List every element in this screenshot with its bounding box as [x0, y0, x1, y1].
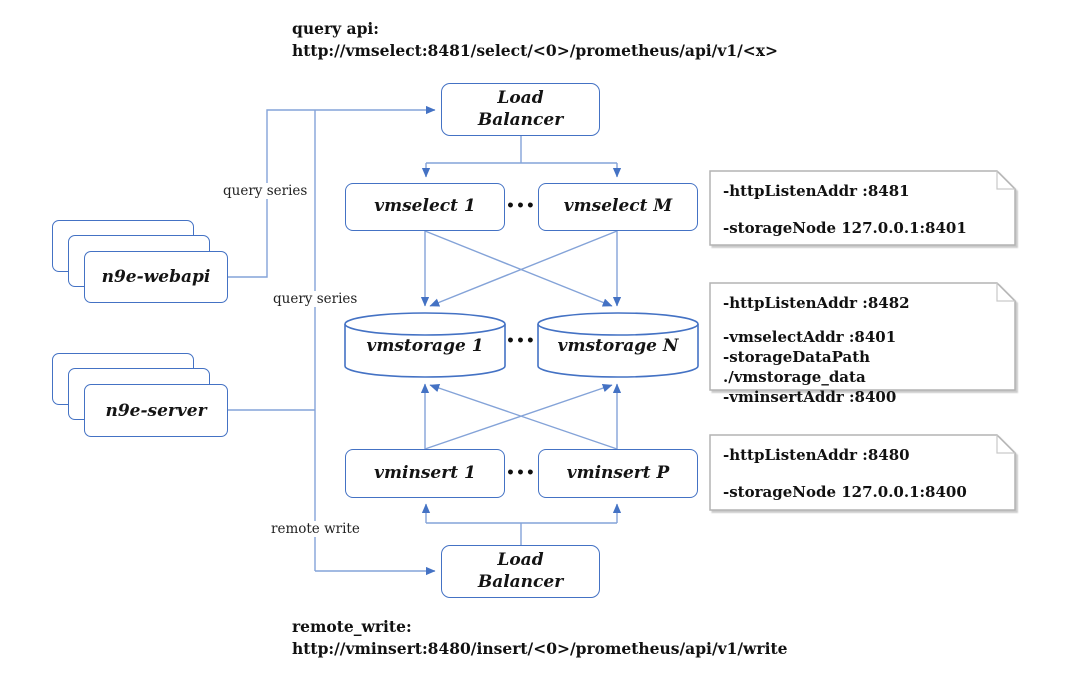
note-line: -storageNode 127.0.0.1:8401 [723, 219, 967, 237]
node-vmstorage-1: vmstorage 1 [366, 336, 484, 356]
note-vmstorage-flags: -httpListenAddr :8482 -vmselectAddr :840… [710, 283, 1015, 406]
note-shape-vmstorage [709, 282, 1016, 391]
node-vmselect-1: vmselect 1 [345, 183, 505, 231]
ellipsis-vminsert: ••• [506, 465, 536, 481]
node-load-balancer-top: Load Balancer [441, 83, 600, 136]
note-line: -httpListenAddr :8480 [723, 446, 910, 464]
edge-label-remote-write: remote write [268, 521, 363, 537]
n9e-webapi-label: n9e-webapi [101, 267, 211, 287]
edge-label-query-series-webapi: query series [220, 183, 311, 199]
note-line: -vmselectAddr :8401 [723, 328, 897, 346]
vmstorage-1-cylinder [344, 312, 506, 378]
edge-vminsertP-storage1 [429, 384, 618, 450]
node-vmstorage-n: vmstorage N [557, 336, 679, 356]
note-line: -httpListenAddr :8482 [723, 294, 910, 312]
note-vminsert-flags: -httpListenAddr :8480 -storageNode 127.0… [710, 435, 1015, 509]
ellipsis-vmselect: ••• [506, 198, 536, 214]
note-vmselect-flags: -httpListenAddr :8481 -storageNode 127.0… [710, 171, 1015, 245]
n9e-server-label: n9e-server [105, 400, 207, 421]
vmstorage-n-cylinder [537, 312, 699, 378]
node-vminsert-1: vminsert 1 [345, 449, 505, 498]
n9e-webapi-front-box: n9e-webapi [84, 251, 228, 303]
node-load-balancer-bottom: Load Balancer [441, 545, 600, 598]
query-api-title: query api: [292, 19, 380, 38]
edge-vmselect1-storageN [424, 230, 613, 307]
edge-label-query-series-server: query series [270, 291, 361, 307]
edge-vminsert1-storageN [424, 384, 613, 450]
query-api-url: http://vmselect:8481/select/<0>/promethe… [292, 41, 779, 61]
note-shape-vmselect [709, 170, 1016, 246]
remote-write-url: http://vminsert:8480/insert/<0>/promethe… [292, 639, 788, 659]
note-line: -vminsertAddr :8400 [723, 388, 897, 406]
edge-lbbottom-split [426, 522, 617, 545]
edge-vmselectM-storage1 [429, 230, 618, 307]
note-line: -storageNode 127.0.0.1:8400 [723, 483, 967, 501]
node-vminsert-p: vminsert P [538, 449, 698, 498]
remote-write-title: remote_write: [292, 617, 412, 636]
node-vmselect-m: vmselect M [538, 183, 698, 231]
edge-lbtop-split [426, 136, 617, 164]
n9e-server-front-box: n9e-server [84, 384, 228, 437]
note-line: -storageDataPath ./vmstorage_data [723, 348, 871, 386]
query-api-annotation: query api: http://vmselect:8481/select/<… [292, 18, 778, 63]
note-line: -httpListenAddr :8481 [723, 182, 910, 200]
ellipsis-vmstorage: ••• [506, 333, 536, 349]
note-shape-vminsert [709, 434, 1016, 511]
remote-write-annotation: remote_write: http://vminsert:8480/inser… [292, 616, 787, 661]
